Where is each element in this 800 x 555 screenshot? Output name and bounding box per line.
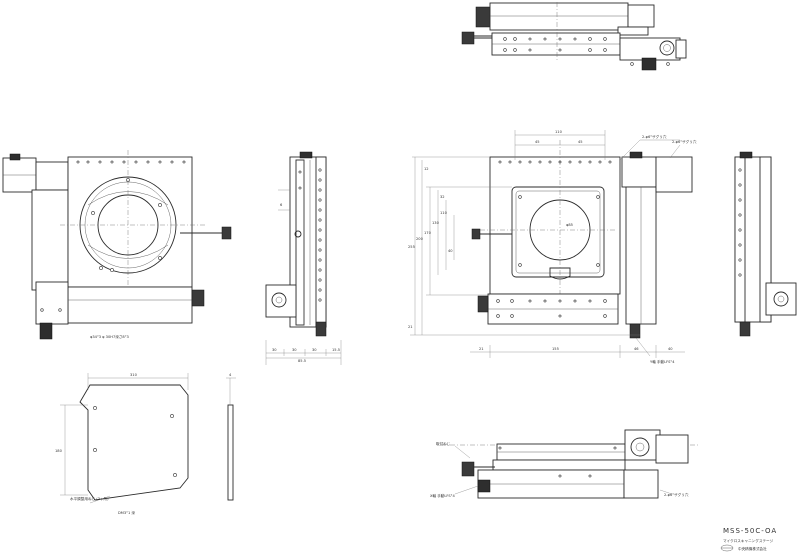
- left-plan-view: [2, 150, 232, 340]
- x-micrometer-knob: [221, 226, 232, 240]
- maker-name: 中央精機株式会社: [738, 546, 767, 551]
- dim-side-3: 30: [312, 348, 317, 352]
- side-motor: [265, 284, 297, 318]
- dim-front-sub-1: 45: [535, 140, 540, 144]
- side-bottom-knob: [315, 321, 327, 337]
- dim-side-small: 6: [280, 203, 283, 207]
- motor-housing-top: [627, 4, 655, 28]
- dim-front-bottom-1: 21: [479, 347, 484, 351]
- dim-front-v9: 21: [408, 325, 413, 329]
- right-motor: [765, 282, 797, 316]
- front-left-knob: [477, 295, 489, 313]
- product-name: マイクロスキャニングステージ: [723, 538, 774, 543]
- dim-plate-height: 180: [55, 449, 63, 453]
- right-bottom-knob: [739, 321, 751, 337]
- side-knob: [294, 230, 302, 238]
- stage-top-plate: [67, 156, 193, 288]
- dim-side-total: 85.5: [298, 359, 306, 363]
- x-motor-label: X軸 手動LFS°4: [430, 493, 455, 498]
- dim-plate-width: 310: [130, 373, 138, 377]
- plate-note-2: DM3°1 深: [118, 510, 135, 515]
- bottom-knob: [461, 461, 475, 477]
- dim-side-1: 30: [272, 348, 277, 352]
- right-side-elevation: [734, 151, 797, 337]
- fine-adjust-knob: [461, 31, 475, 45]
- dim-front-v3: 170: [424, 231, 432, 235]
- y-motor-label: Y軸 手動LFS°4: [650, 359, 675, 364]
- title-block: [720, 544, 734, 552]
- plate-note: 水平調整用ねじ (3ヶ所): [70, 496, 109, 501]
- dim-front-v8: 12: [424, 167, 429, 171]
- dim-front-sub-2: 45: [578, 140, 583, 144]
- dim-side-4: 15.5: [332, 348, 340, 352]
- y-micrometer-knob: [191, 289, 205, 307]
- plate-side-section: [227, 404, 234, 501]
- bottom-motor: [655, 434, 689, 464]
- dim-front-v7: 32: [440, 195, 445, 199]
- dim-front-v6: 40: [448, 249, 453, 253]
- right-side-holes: [738, 168, 742, 277]
- ball-screw-label: 取付ねじ: [436, 441, 451, 446]
- side-holes: [298, 168, 322, 302]
- top-view-note: φ34°3 φ 30H7深さ8°3: [90, 334, 129, 339]
- dim-front-top: 110: [555, 130, 563, 134]
- front-stage-plate: [489, 156, 621, 295]
- dim-center-hole: φ85: [566, 223, 573, 227]
- right-side-note: 2-φ6°ザグリ穴: [664, 492, 689, 497]
- dim-front-v4: 130: [432, 221, 440, 225]
- micrometer-knob-top: [475, 6, 491, 28]
- model-number: MSS-50C-OA: [723, 527, 777, 535]
- dim-front-v1: 255: [408, 245, 415, 249]
- top-view: [461, 2, 687, 71]
- dim-front-v5: 110: [440, 211, 448, 215]
- front-bottom-knob: [629, 323, 641, 339]
- front-holes-top: [498, 160, 612, 164]
- adapter-plate: [60, 373, 236, 504]
- front-view: [410, 130, 693, 358]
- dim-front-v2: 200: [416, 237, 424, 241]
- front-holes-bottom: [496, 299, 607, 318]
- dim-plate-thickness: 4: [229, 373, 232, 377]
- dim-front-bottom-4: 40: [668, 347, 673, 351]
- dim-front-bottom-3: 46: [634, 347, 639, 351]
- cap-screw-right-note: 2-φ6°ザグリ穴: [672, 139, 697, 144]
- bottom-view: [440, 429, 700, 499]
- side-elevation: [265, 151, 342, 365]
- dim-side-2: 30: [292, 348, 297, 352]
- top-view-holes: [503, 37, 607, 52]
- left-plan-holes-top: [76, 160, 186, 164]
- cap-screw-top-note: 2-φ6°ザグリ穴: [642, 134, 667, 139]
- dim-front-bottom-2: 155: [552, 347, 559, 351]
